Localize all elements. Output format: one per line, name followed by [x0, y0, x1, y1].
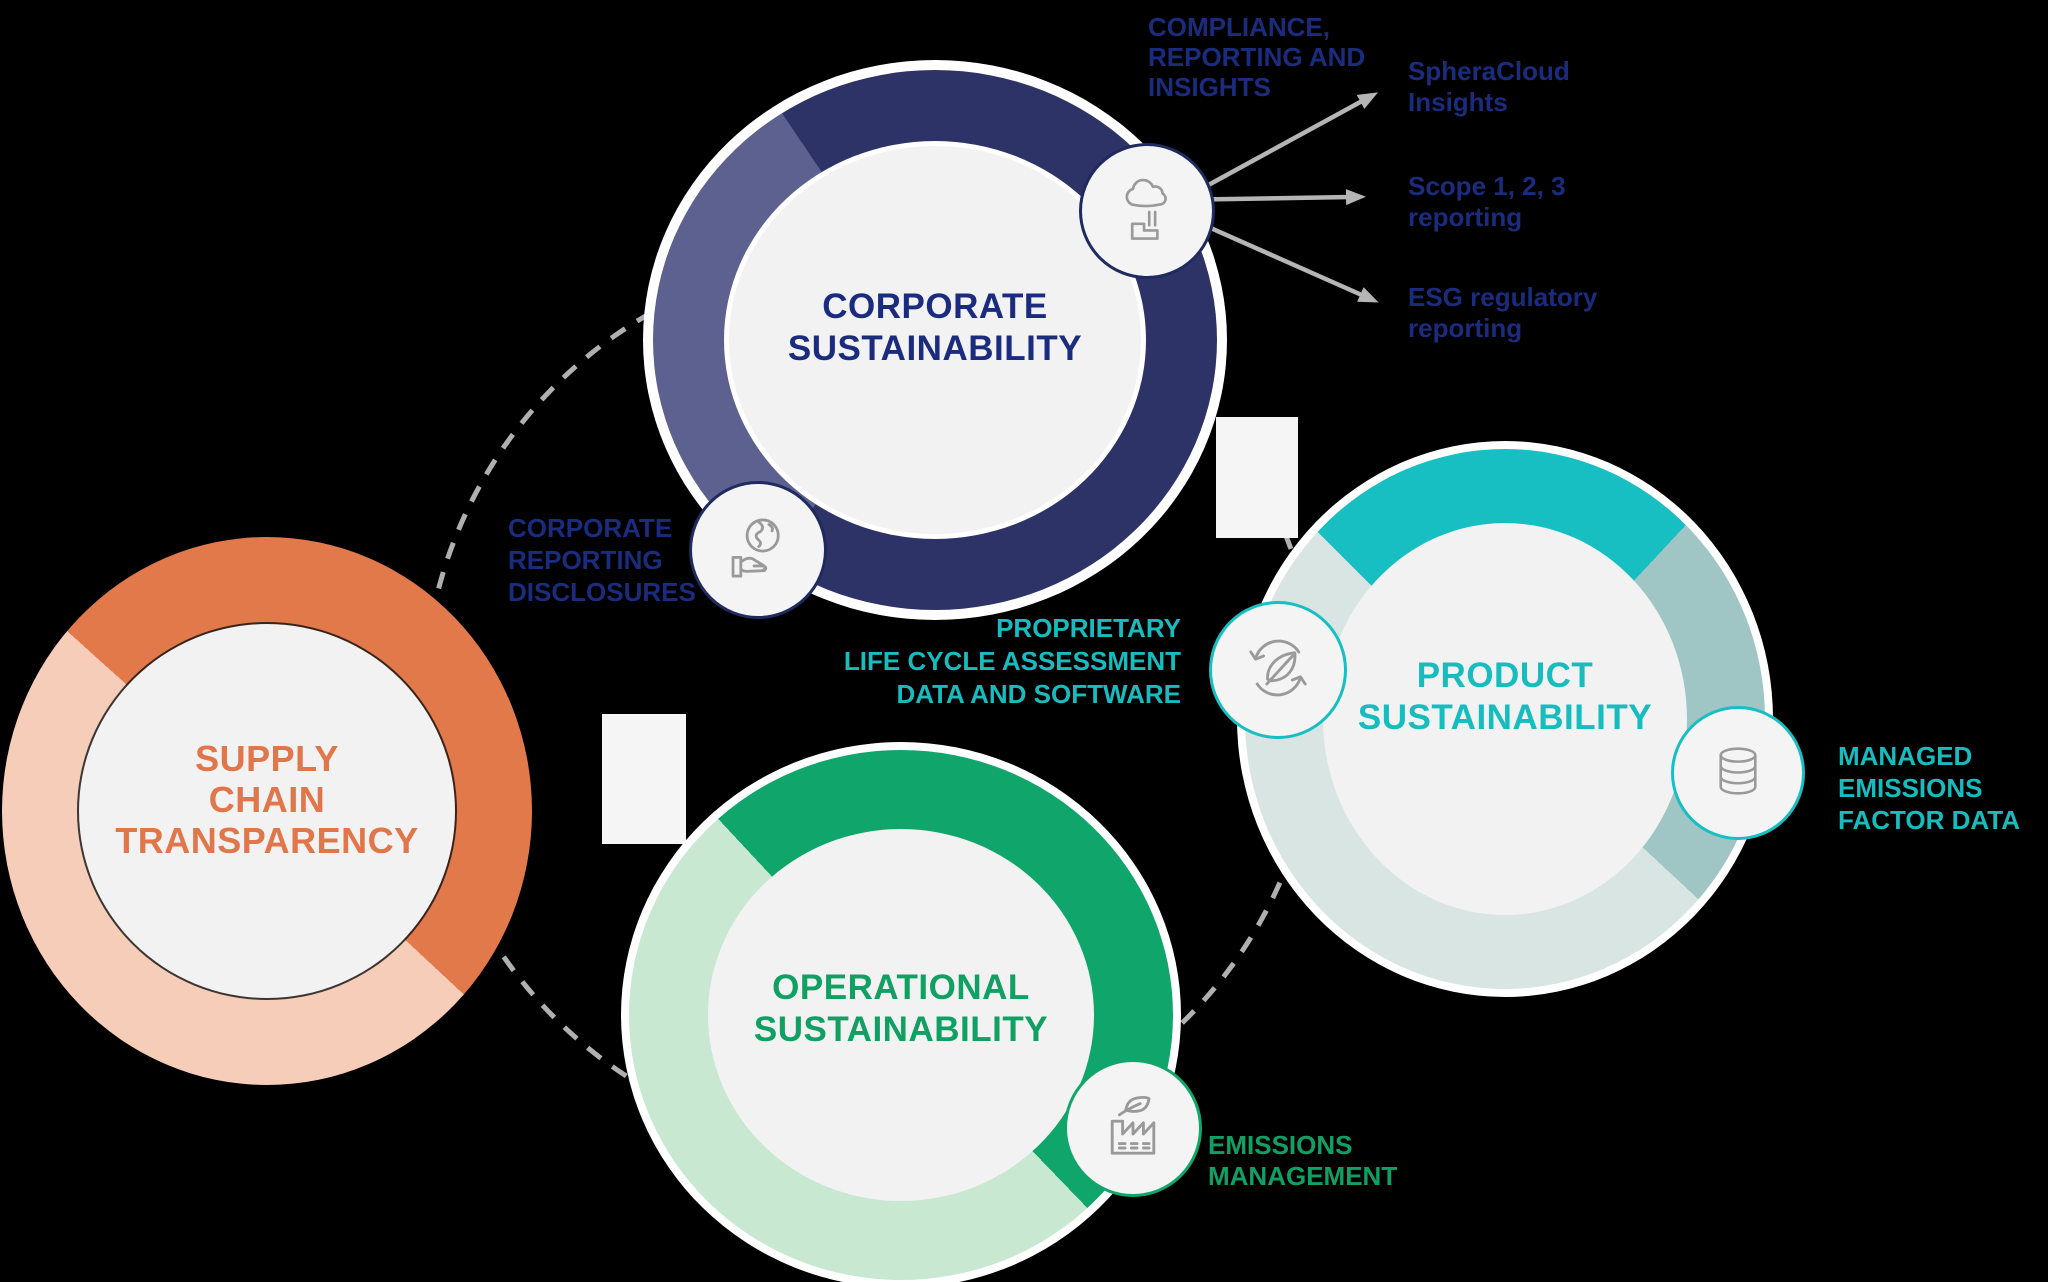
- product-lca-badge: [1209, 601, 1347, 739]
- database-icon: [1702, 735, 1774, 812]
- connector-rect-top-right: [1216, 417, 1298, 538]
- product-title: PRODUCT SUSTAINABILITY: [1357, 656, 1653, 737]
- globe-in-hand-icon: [719, 509, 797, 592]
- esg-regulatory-label: ESG regulatory reporting: [1408, 282, 1598, 343]
- spheracloud-insights-label: SpheraCloud Insights: [1408, 56, 1570, 117]
- proprietary-lca-label: PROPRIETARY LIFE CYCLE ASSESSMENT DATA A…: [843, 613, 1181, 709]
- operational-emissions-badge: [1064, 1059, 1202, 1197]
- supply-chain-title: SUPPLY CHAIN TRANSPARENCY: [115, 737, 419, 861]
- scope-reporting-label: Scope 1, 2, 3 reporting: [1408, 171, 1566, 232]
- emissions-management-label: EMISSIONS MANAGEMENT: [1208, 1130, 1398, 1191]
- supply-chain-inner-circle: SUPPLY CHAIN TRANSPARENCY: [79, 624, 455, 998]
- corporate-inner-circle: CORPORATE SUSTAINABILITY: [729, 146, 1141, 534]
- operational-title: OPERATIONAL SUSTAINABILITY: [753, 968, 1049, 1049]
- recycle-leaf-icon: [1238, 628, 1318, 713]
- corporate-compliance-badge: [1079, 143, 1215, 279]
- corporate-disclosures-badge: [689, 481, 827, 619]
- product-emissions-data-badge: [1671, 706, 1805, 840]
- corporate-title: CORPORATE SUSTAINABILITY: [787, 287, 1083, 368]
- managed-emissions-label: MANAGED EMISSIONS FACTOR DATA: [1838, 741, 2020, 835]
- compliance-label: COMPLIANCE, REPORTING AND INSIGHTS: [1148, 12, 1366, 102]
- operational-inner-circle: OPERATIONAL SUSTAINABILITY: [708, 829, 1094, 1201]
- corporate-reporting-disclosures-label: CORPORATE REPORTING DISCLOSURES: [508, 513, 696, 607]
- product-inner-circle: PRODUCT SUSTAINABILITY: [1323, 523, 1687, 915]
- connector-rect-left: [602, 714, 686, 844]
- green-factory-leaf-icon: [1093, 1086, 1173, 1171]
- factory-emissions-cloud-icon: [1110, 172, 1184, 251]
